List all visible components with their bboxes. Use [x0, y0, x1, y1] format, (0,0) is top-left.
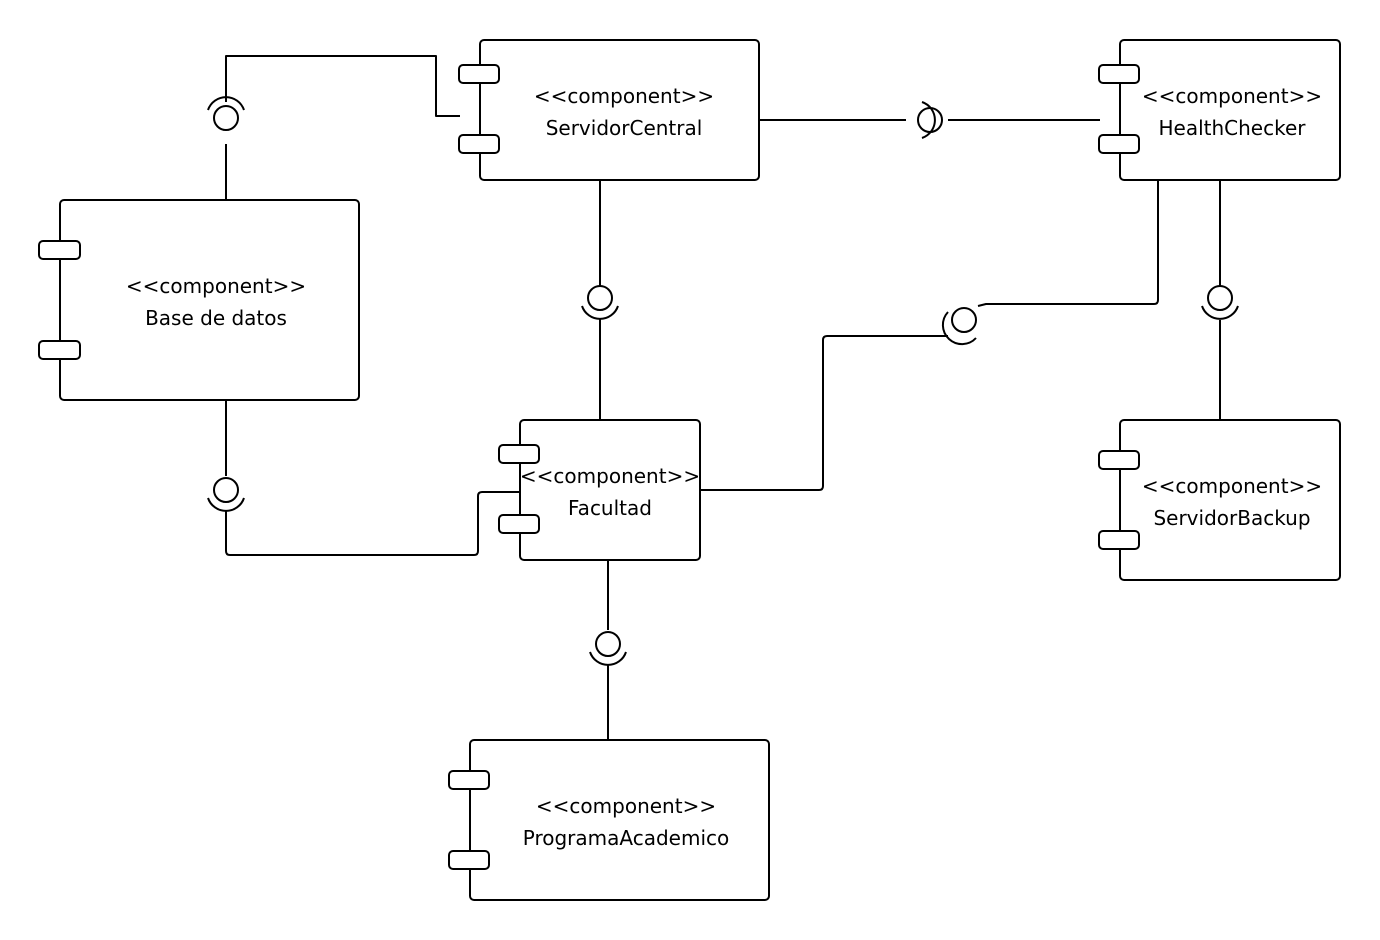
required-interface-socket: [941, 311, 977, 346]
provided-interface-ball: [917, 107, 943, 133]
component-port: [1098, 530, 1140, 550]
connector-facultad-programaacademico: [589, 560, 627, 740]
component-port: [38, 240, 81, 260]
provided-interface-ball: [587, 285, 613, 311]
component-servidorbackup[interactable]: <<component>> ServidorBackup: [1098, 419, 1341, 581]
component-stereotype: <<component>>: [1142, 474, 1322, 498]
component-port: [448, 770, 490, 790]
required-interface-socket: [581, 305, 619, 320]
required-interface-socket: [207, 497, 245, 512]
component-servidorcentral[interactable]: <<component>> ServidorCentral: [458, 39, 760, 181]
component-stereotype: <<component>>: [536, 794, 716, 818]
provided-interface-ball: [213, 105, 239, 131]
component-programaacademico[interactable]: <<component>> ProgramaAcademico: [448, 739, 770, 901]
component-basededatos[interactable]: <<component>> Base de datos: [38, 199, 360, 401]
component-box: [1119, 419, 1341, 581]
component-facultad[interactable]: <<component>> Facultad: [498, 419, 701, 561]
component-name: ProgramaAcademico: [523, 826, 730, 850]
component-port: [458, 64, 500, 84]
component-port: [1098, 64, 1140, 84]
required-interface-socket: [921, 101, 936, 139]
component-port: [498, 444, 540, 464]
component-name: ServidorCentral: [546, 116, 703, 140]
component-box: [59, 199, 360, 401]
component-healthchecker[interactable]: <<component>> HealthChecker: [1098, 39, 1341, 181]
provided-interface-ball: [951, 307, 977, 333]
connector-servidorcentral-basededatos: [207, 55, 460, 200]
component-stereotype: <<component>>: [126, 274, 306, 298]
component-box: [479, 39, 760, 181]
connector-healthchecker-servidorbackup: [1201, 180, 1239, 420]
component-port: [498, 514, 540, 534]
component-name: Base de datos: [145, 306, 287, 330]
connector-basededatos-facultad: [207, 400, 520, 556]
required-interface-socket: [1201, 305, 1239, 320]
provided-interface-ball: [595, 631, 621, 657]
component-port: [458, 134, 500, 154]
component-port: [448, 850, 490, 870]
component-box: [519, 419, 701, 561]
component-stereotype: <<component>>: [520, 464, 700, 488]
provided-interface-ball: [1207, 285, 1233, 311]
component-port: [1098, 450, 1140, 470]
component-box: [1119, 39, 1341, 181]
connector-servidorcentral-facultad: [581, 180, 619, 420]
component-port: [1098, 134, 1140, 154]
component-port: [38, 340, 81, 360]
component-stereotype: <<component>>: [1142, 84, 1322, 108]
connector-servidorcentral-healthchecker: [760, 101, 1100, 139]
required-interface-socket: [207, 96, 245, 111]
provided-interface-ball: [213, 477, 239, 503]
component-stereotype: <<component>>: [534, 84, 714, 108]
component-name: Facultad: [568, 496, 652, 520]
component-name: ServidorBackup: [1153, 506, 1310, 530]
component-box: [469, 739, 770, 901]
required-interface-socket: [589, 651, 627, 666]
component-name: HealthChecker: [1158, 116, 1306, 140]
connector-healthchecker-facultad: [700, 180, 1159, 491]
